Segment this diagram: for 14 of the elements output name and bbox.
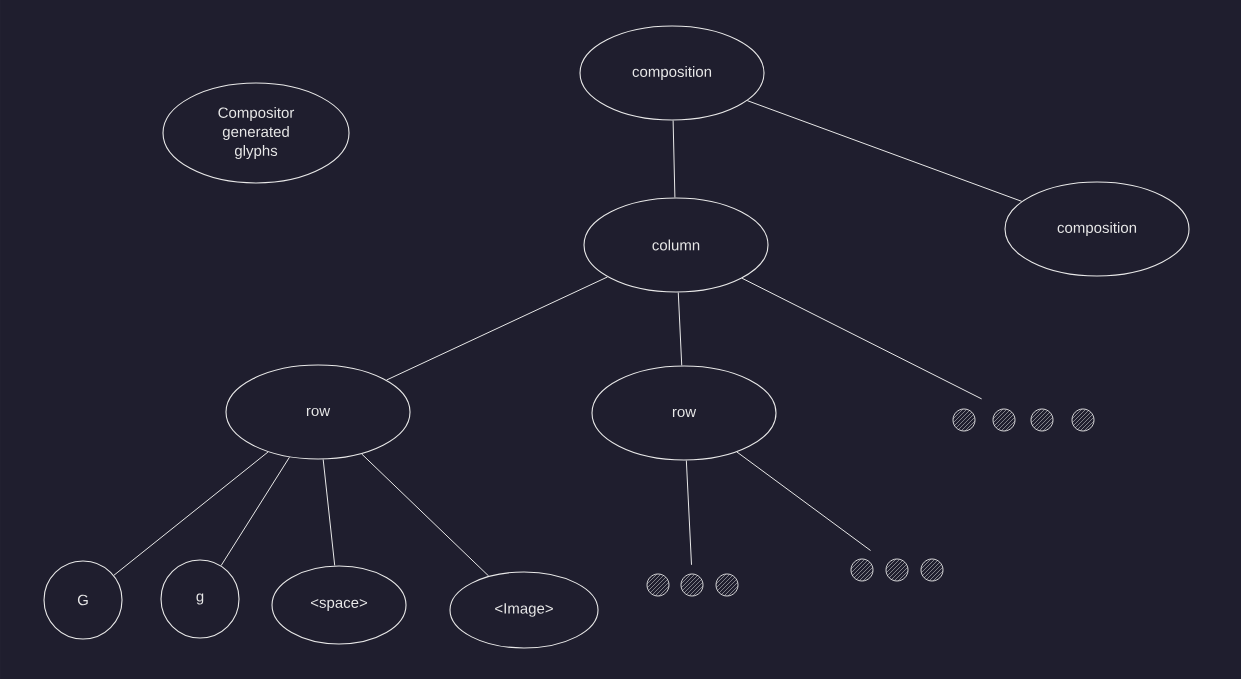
connector-line bbox=[322, 458, 336, 566]
connector-line bbox=[672, 120, 676, 198]
hatched-dots bbox=[850, 558, 944, 582]
connector-line bbox=[386, 276, 608, 381]
connector-line bbox=[113, 451, 269, 576]
connector-line bbox=[220, 456, 290, 567]
connector-line bbox=[677, 292, 683, 366]
hatched-dots bbox=[952, 408, 1095, 432]
hatched-dots bbox=[646, 573, 739, 597]
connector-line bbox=[746, 100, 1023, 202]
connector-line bbox=[741, 277, 983, 400]
connector-line bbox=[361, 453, 490, 577]
connector-line bbox=[685, 460, 692, 566]
connector-line bbox=[736, 451, 872, 551]
